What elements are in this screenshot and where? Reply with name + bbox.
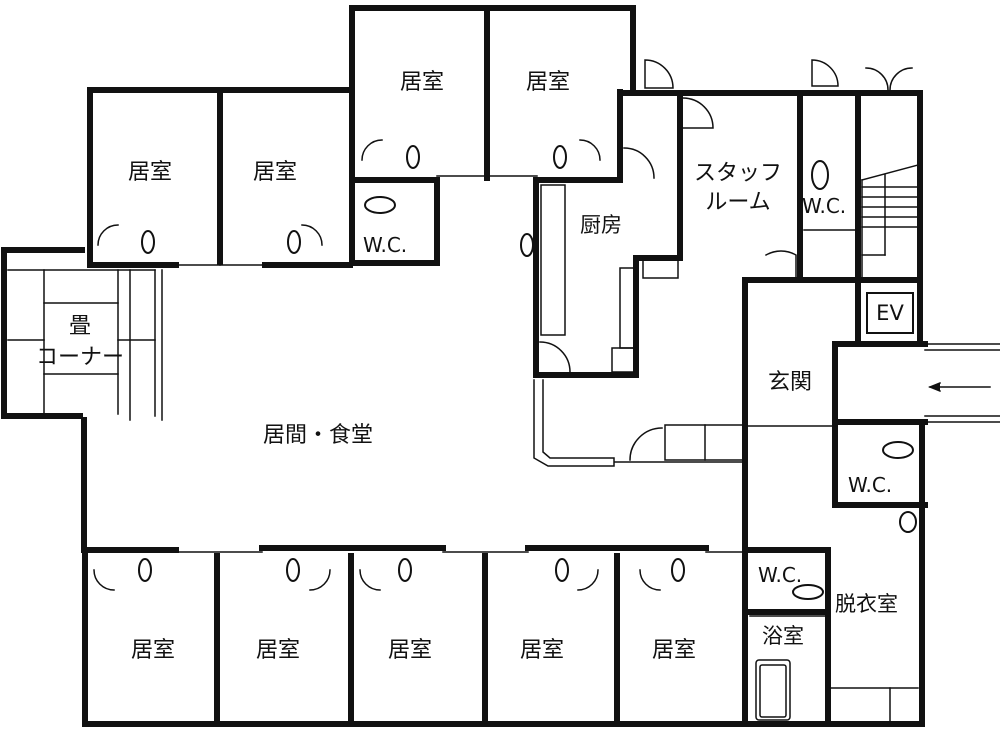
room-label-bedroom-bottom-1: 居室 (131, 638, 176, 663)
room-label-staff-room: スタッフ ルーム (682, 160, 794, 217)
room-label-bedroom-top-4: 居室 (526, 70, 571, 95)
staff-room-label-line2: ルーム (705, 189, 771, 215)
room-label-bedroom-top-3: 居室 (400, 70, 445, 95)
room-label-dressing-room: 脱衣室 (835, 592, 898, 616)
room-label-bedroom-bottom-2: 居室 (256, 638, 301, 663)
room-label-bedroom-top-1: 居室 (128, 160, 173, 185)
door-swings (93, 59, 913, 591)
tatami-label-line2: コーナー (35, 344, 124, 370)
room-label-bedroom-bottom-5: 居室 (652, 638, 697, 663)
room-label-entrance: 玄関 (768, 370, 813, 395)
room-label-bedroom-bottom-3: 居室 (388, 638, 433, 663)
room-label-bathroom: 浴室 (762, 624, 804, 648)
room-label-wc-staff: W.C. (802, 194, 847, 218)
elevator: EV (866, 292, 914, 334)
room-label-bedroom-bottom-4: 居室 (520, 638, 565, 663)
thin-lines (7, 164, 1000, 723)
tatami-label-line1: 畳 (68, 314, 91, 339)
room-label-tatami: 畳 コーナー (28, 312, 132, 374)
room-label-wc-entrance: W.C. (848, 473, 893, 497)
room-label-kitchen: 厨房 (580, 213, 622, 237)
room-label-bedroom-top-2: 居室 (253, 160, 298, 185)
room-label-living-dining: 居間・食堂 (263, 423, 374, 448)
room-label-wc-bath: W.C. (758, 563, 803, 587)
staff-room-label-line1: スタッフ (693, 161, 782, 186)
toilet-fixtures (138, 145, 917, 600)
exterior-walls (1, 5, 928, 727)
room-label-wc-top: W.C. (363, 233, 408, 257)
